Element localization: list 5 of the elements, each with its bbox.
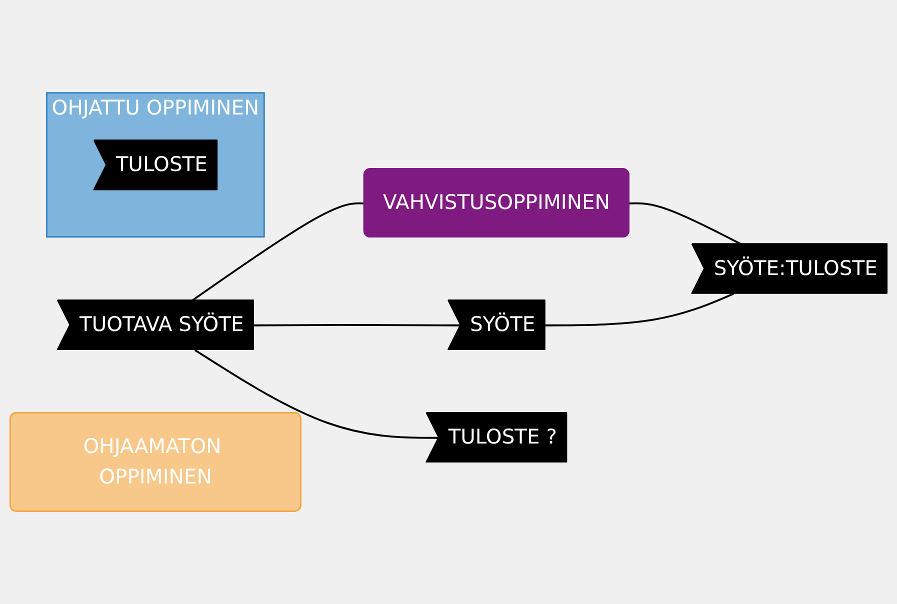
- connector: [545, 292, 734, 326]
- connector: [194, 349, 440, 439]
- connector: [629, 202, 742, 246]
- connector: [254, 324, 462, 326]
- connector: [191, 202, 365, 302]
